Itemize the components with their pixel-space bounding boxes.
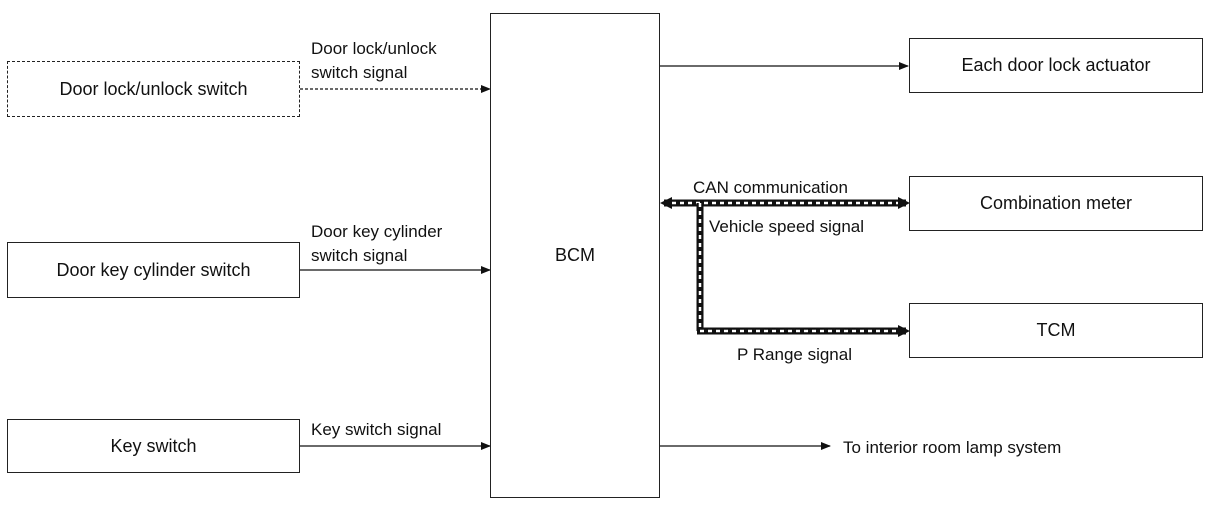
door-lock-unlock-switch-label: Door lock/unlock switch bbox=[59, 78, 248, 99]
bcm-box: BCM bbox=[490, 13, 660, 498]
door-lock-signal-label-2: switch signal bbox=[311, 63, 408, 82]
room-lamp-label: To interior room lamp system bbox=[843, 438, 1062, 457]
key-switch-label: Key switch bbox=[110, 435, 197, 456]
door-lock-actuator-box: Each door lock actuator bbox=[909, 38, 1203, 93]
key-cylinder-signal-label-2: switch signal bbox=[311, 246, 408, 265]
combination-meter-box: Combination meter bbox=[909, 176, 1203, 231]
bcm-label: BCM bbox=[555, 245, 595, 265]
door-lock-unlock-switch-box: Door lock/unlock switch bbox=[7, 61, 300, 117]
key-switch-box: Key switch bbox=[7, 419, 300, 473]
key-cylinder-signal-label-1: Door key cylinder bbox=[311, 222, 443, 241]
door-lock-signal-label-1: Door lock/unlock bbox=[311, 39, 437, 58]
key-switch-signal-label: Key switch signal bbox=[311, 420, 442, 439]
door-lock-actuator-label: Each door lock actuator bbox=[961, 55, 1151, 75]
tcm-label: TCM bbox=[1036, 320, 1076, 340]
door-key-cylinder-switch-label: Door key cylinder switch bbox=[56, 259, 251, 280]
can-bus bbox=[660, 197, 910, 337]
tcm-box: TCM bbox=[909, 303, 1203, 358]
vehicle-speed-signal-label: Vehicle speed signal bbox=[709, 217, 865, 236]
p-range-signal-label: P Range signal bbox=[737, 345, 852, 364]
door-key-cylinder-switch-box: Door key cylinder switch bbox=[7, 242, 300, 298]
can-communication-label: CAN communication bbox=[693, 178, 848, 197]
combination-meter-label: Combination meter bbox=[979, 193, 1133, 213]
